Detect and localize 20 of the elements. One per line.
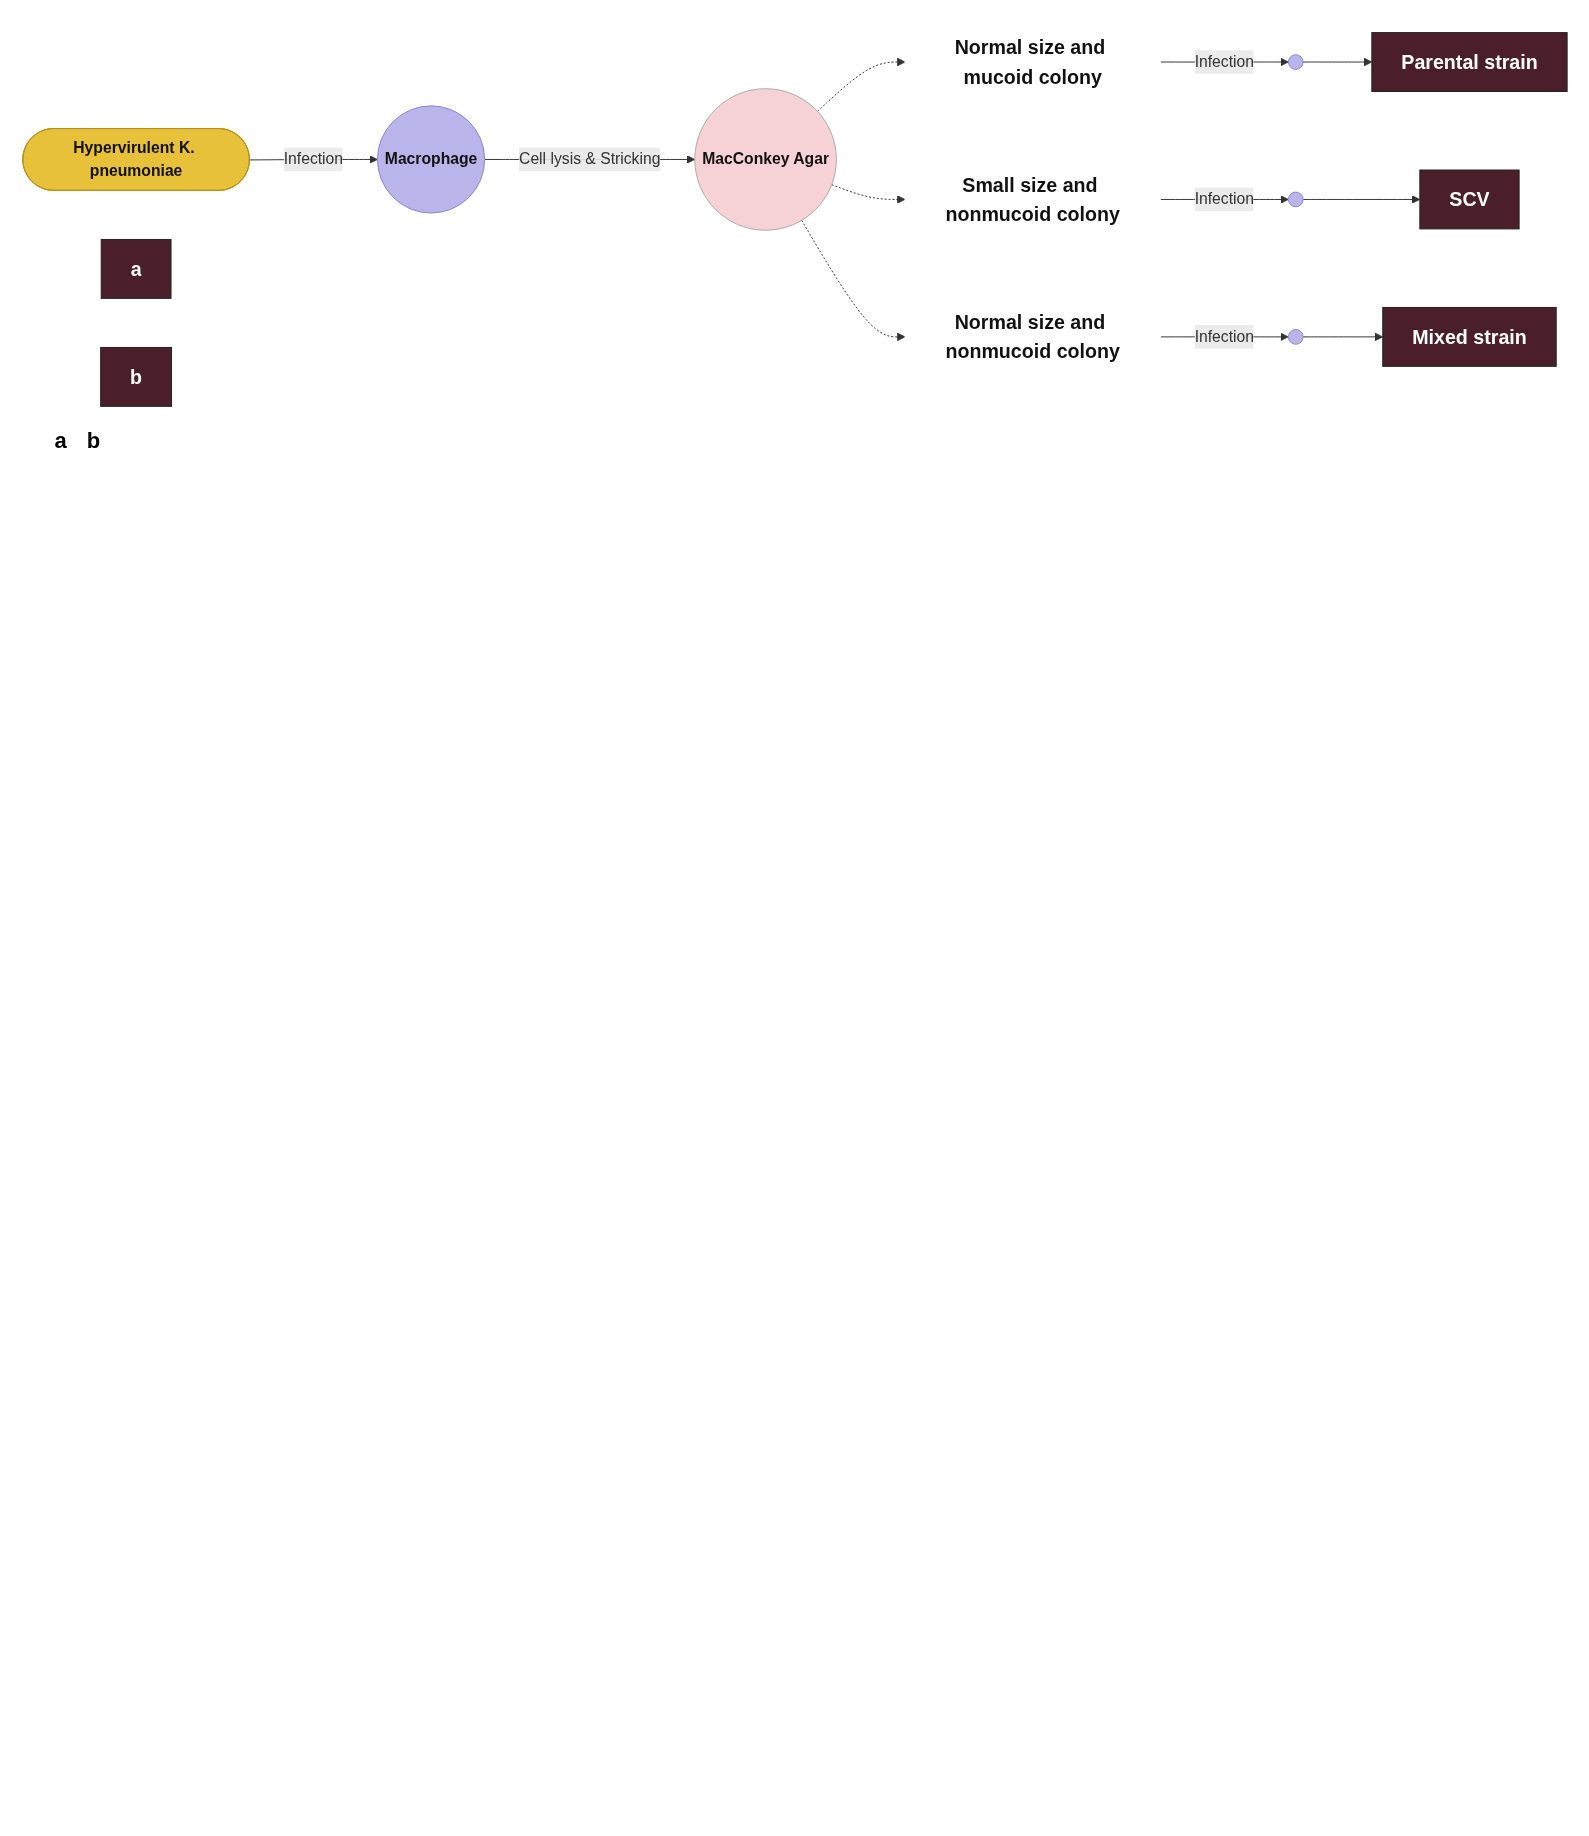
edge-label: Infection <box>1194 190 1254 208</box>
photo-marker-letter: a <box>54 428 67 455</box>
node-picture <box>1287 54 1304 70</box>
edge-label: Cell lysis & Stricking <box>518 150 660 168</box>
edge-label: Infection <box>1194 328 1254 345</box>
node-box: a <box>100 238 171 299</box>
edge-label: Infection <box>1194 53 1254 70</box>
node-box: b <box>99 346 172 407</box>
node-picture <box>1287 329 1304 345</box>
node-box: SCV <box>1418 169 1520 230</box>
node-text: Normal size and nonmucoid colony <box>944 311 1120 363</box>
node-circle: Macrophage <box>376 105 485 214</box>
node-box: Parental strain <box>1370 32 1568 92</box>
photo-marker-letter: b <box>86 428 101 455</box>
node-text: Small size and nonmucoid colony <box>944 173 1120 225</box>
edge-label: Infection <box>283 150 343 168</box>
node-picture <box>1287 191 1304 208</box>
node-box: Mixed strain <box>1381 306 1557 367</box>
node-circle: MacConkey Agar <box>693 88 837 231</box>
node-text: Normal size and mucoid colony <box>954 36 1105 88</box>
